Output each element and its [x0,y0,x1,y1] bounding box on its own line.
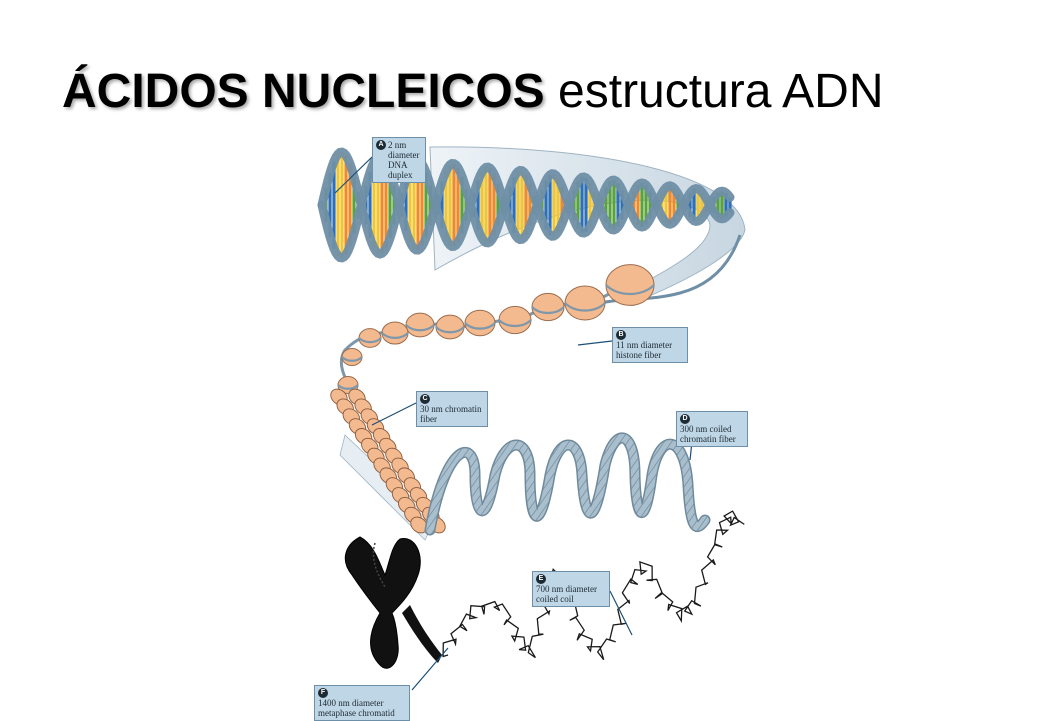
label-chromatin-fiber: C30 nm chromatin fiber [416,391,488,427]
title-rest: estructura ADN [544,65,884,118]
label-text: 700 nm diameter coiled coil [536,584,597,604]
label-letter: E [536,574,546,584]
label-histone-fiber: B11 nm diameter histone fiber [612,327,688,363]
histone-fiber [337,264,655,394]
label-letter: B [616,330,626,340]
metaphase-chromosome [344,536,442,669]
label-metaphase-chromatid: F1400 nm diameter metaphase chromatid [314,685,410,721]
label-letter: D [680,414,690,424]
label-text: 2 nm diameter DNA duplex [388,140,420,180]
page-title: ÁCIDOS NUCLEICOS estructura ADN [62,60,884,124]
dna-compaction-illustration [317,146,746,691]
label-text: 300 nm coiled chromatin fiber [680,424,736,444]
label-text: 11 nm diameter histone fiber [616,340,673,360]
coiled-coil-700nm [442,510,745,661]
label-letter: F [318,688,328,698]
label-text: 1400 nm diameter metaphase chromatid [318,698,395,718]
label-coiled-coil: E700 nm diameter coiled coil [532,571,610,607]
label-coiled-chromatin: D300 nm coiled chromatin fiber [676,411,748,447]
title-strong: ÁCIDOS NUCLEICOS [62,65,545,118]
label-text: 30 nm chromatin fiber [420,404,482,424]
label-letter: C [420,394,430,404]
coiled-chromatin-fiber-300nm [426,434,709,534]
chromatin-fiber-30nm [330,388,446,534]
label-letter: A [376,140,386,150]
